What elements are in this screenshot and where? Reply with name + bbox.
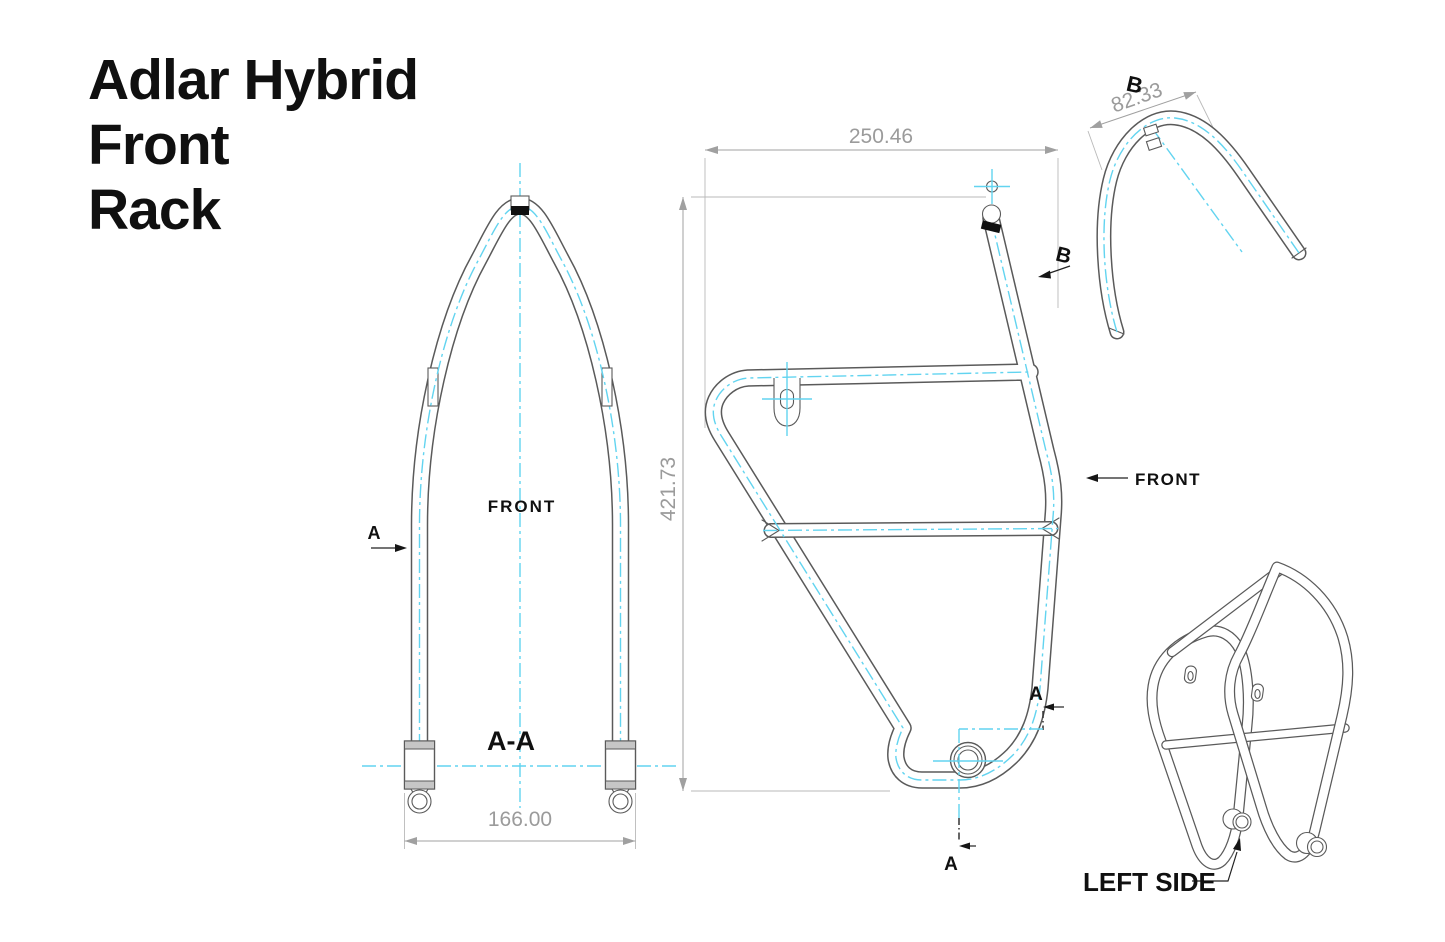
front-view-label: FRONT (488, 497, 557, 516)
cut-arrow-icon (395, 544, 407, 552)
front-width-dimension: 166.00 (404, 793, 636, 849)
iso-caption: LEFT SIDE (1083, 838, 1241, 897)
front-top-mount (510, 195, 530, 215)
side-view-centerlines (712, 217, 1059, 781)
front-width-value: 166.00 (488, 808, 552, 831)
side-height-dimension: 421.73 (657, 196, 986, 792)
title-line-2: Front (88, 112, 230, 177)
side-view: 250.46 421.73 (657, 125, 1201, 875)
front-direction-label: FRONT (1135, 470, 1201, 489)
iso-top-tube (1166, 564, 1286, 658)
detail-b-pointer: B (1038, 243, 1074, 279)
left-leg-tab (427, 367, 439, 407)
detail-b-pointer-label: B (1053, 243, 1073, 269)
detail-b-centerlines (1103, 117, 1300, 333)
iso-bottom-bosses (1222, 808, 1328, 858)
front-view-centerlines (362, 163, 678, 814)
detail-b-tube (1096, 110, 1307, 340)
drawing-title: Adlar Hybrid Front Rack (88, 48, 419, 243)
front-section-title: A-A (487, 726, 535, 756)
side-section-cut: A A (944, 684, 1064, 875)
dim-arrow-right-icon (623, 837, 636, 845)
detail-b-arrow-icon (1038, 270, 1051, 279)
section-cut-bottom-label: A (944, 854, 958, 875)
dim-arrow-left-icon (404, 837, 417, 845)
front-direction-marker: FRONT (1086, 470, 1201, 489)
iso-caption-label: LEFT SIDE (1083, 867, 1216, 897)
caption-leader-arrow-icon (1233, 838, 1241, 851)
front-view: 166.00 (362, 163, 678, 849)
detail-view-b: 82.33 B (1087, 71, 1307, 340)
side-mount-tab (762, 362, 812, 436)
side-width-dimension: 250.46 (704, 125, 1059, 428)
title-line-1: Adlar Hybrid (88, 48, 419, 112)
side-view-crossbar (761, 517, 1060, 542)
detail-b-mount-tab (1142, 123, 1163, 151)
side-bottom-ring (933, 741, 1003, 779)
front-cut-label: A (368, 523, 381, 543)
front-direction-arrow-icon (1086, 474, 1098, 482)
side-width-value: 250.46 (849, 125, 913, 148)
side-top-mount (974, 169, 1010, 234)
title-line-3: Rack (88, 177, 221, 242)
detail-b-view-label: B (1124, 71, 1145, 99)
iso-front-loop (1224, 561, 1354, 863)
front-left-foot (403, 740, 436, 814)
isometric-view: LEFT SIDE (1083, 561, 1354, 897)
right-leg-tab (601, 367, 613, 407)
iso-mount-tabs (1183, 665, 1264, 702)
iso-crossbar (1161, 723, 1350, 750)
front-right-foot (604, 740, 637, 814)
section-cut-top-label: A (1029, 684, 1043, 705)
front-section-cut-marker: A (368, 523, 407, 552)
side-height-value: 421.73 (657, 457, 680, 521)
